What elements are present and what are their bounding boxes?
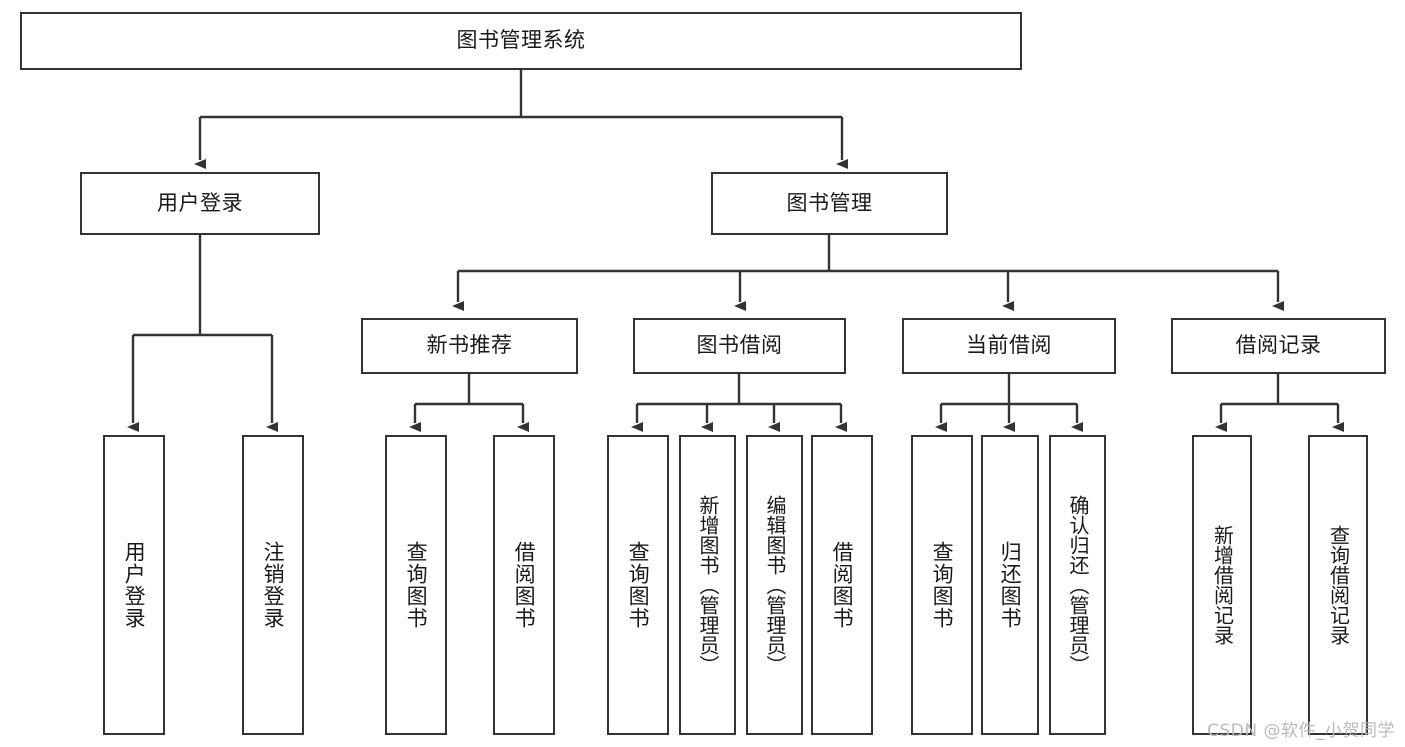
edge-borrowrecord-to-leaves (1215, 374, 1344, 432)
leaf-query-book-new-recommendation[interactable]: 查询图书 (385, 435, 447, 735)
edge-currentborrow-to-leaves (935, 374, 1083, 432)
node-borrow-record[interactable]: 借阅记录 (1171, 318, 1386, 374)
leaf-confirm-return-admin[interactable]: 确认归还（管理员） (1049, 435, 1106, 735)
leaf-add-borrow-record[interactable]: 新增借阅记录 (1192, 435, 1252, 735)
leaf-add-book-admin[interactable]: 新增图书（管理员） (679, 435, 736, 735)
leaf-user-login[interactable]: 用户登录 (103, 435, 165, 735)
leaf-query-book-borrow[interactable]: 查询图书 (607, 435, 669, 735)
leaf-borrow-book-new-recommendation[interactable]: 借阅图书 (493, 435, 555, 735)
edge-bookmanage-to-level3 (452, 235, 1284, 311)
leaf-query-book-current[interactable]: 查询图书 (911, 435, 973, 735)
leaf-return-book[interactable]: 归还图书 (981, 435, 1039, 735)
node-user-login[interactable]: 用户登录 (80, 172, 320, 235)
node-new-book-recommendation[interactable]: 新书推荐 (361, 318, 578, 374)
edge-root-to-level2 (194, 70, 848, 169)
edge-newbookrec-to-leaves (409, 374, 529, 432)
node-book-borrow[interactable]: 图书借阅 (633, 318, 846, 374)
leaf-borrow-book-borrow[interactable]: 借阅图书 (811, 435, 873, 735)
leaf-logout[interactable]: 注销登录 (242, 435, 304, 735)
edge-bookborrow-to-leaves (631, 374, 847, 432)
node-current-borrow[interactable]: 当前借阅 (902, 318, 1116, 374)
edge-userlogin-to-leaves (127, 235, 278, 432)
node-root[interactable]: 图书管理系统 (20, 12, 1022, 70)
watermark: CSDN @软件_小贺同学 (1207, 721, 1395, 741)
leaf-query-borrow-record[interactable]: 查询借阅记录 (1308, 435, 1368, 735)
node-book-manage[interactable]: 图书管理 (711, 172, 948, 235)
leaf-edit-book-admin[interactable]: 编辑图书（管理员） (746, 435, 803, 735)
